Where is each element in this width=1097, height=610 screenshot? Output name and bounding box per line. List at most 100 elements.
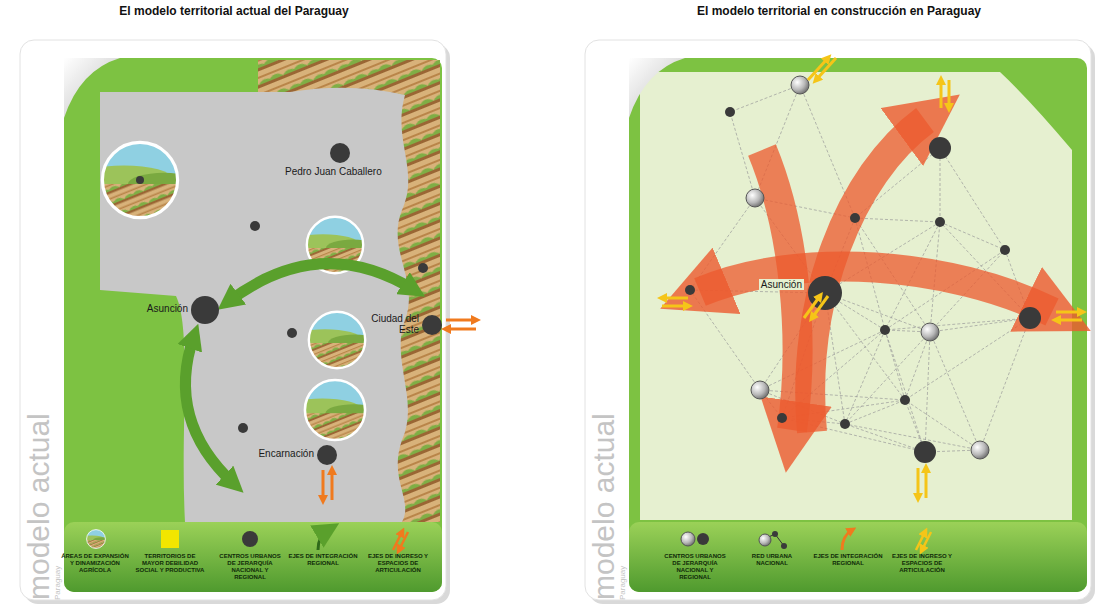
network-link <box>845 330 885 424</box>
entry-axis <box>816 58 836 80</box>
entry-axis <box>662 297 688 300</box>
entry-axis <box>812 296 828 318</box>
entry-axis <box>804 296 820 318</box>
entry-axis <box>662 305 688 308</box>
network-link <box>782 418 925 452</box>
network-link <box>690 198 755 290</box>
urban-center <box>791 76 809 94</box>
integration-axis <box>762 150 798 430</box>
network-link <box>800 85 855 218</box>
network-link <box>755 85 800 198</box>
city-label: Pedro Juan Caballero <box>285 166 382 177</box>
entry-axis <box>948 80 951 108</box>
network-link <box>825 218 855 293</box>
legend-text: RED URBANA NACIONAL <box>737 553 807 567</box>
legend-text: CENTROS URBANOS DE JERARQUÍA NACIONAL Y … <box>660 553 730 581</box>
legend-band <box>629 522 1087 592</box>
watermark: Paraguay <box>619 566 627 600</box>
urban-center <box>971 441 989 459</box>
watermark: modelo actual <box>24 413 54 600</box>
integration-axis <box>700 266 1052 312</box>
network-link <box>980 318 1030 450</box>
entry-axis <box>940 80 943 108</box>
map-panel: El modelo territorial actual del Paragua… <box>18 4 450 18</box>
network-link <box>925 450 980 452</box>
legend-swatch <box>161 530 179 548</box>
entry-axis <box>917 468 920 498</box>
urban-center <box>914 441 936 463</box>
network-link <box>940 222 1030 318</box>
network-link <box>782 330 885 418</box>
urban-center <box>935 217 945 227</box>
network-link <box>905 332 930 400</box>
city-label: Asunción <box>147 303 188 314</box>
network-link <box>730 112 755 198</box>
entry-axis <box>925 468 928 498</box>
urban-center <box>850 213 860 223</box>
network-link <box>782 293 825 418</box>
network-link <box>690 290 825 293</box>
urban-center <box>1000 245 1010 255</box>
legend-icon <box>759 534 771 546</box>
network-link <box>845 400 905 424</box>
legend-icon <box>781 543 787 549</box>
network-link <box>755 198 855 218</box>
legend-icon <box>922 532 931 550</box>
legend-text: ÁREAS DE EXPANSIÓN Y DINAMIZACIÓN AGRÍCO… <box>60 553 130 574</box>
urban-center <box>746 189 764 207</box>
network-link <box>940 148 1005 250</box>
network-link <box>760 293 825 390</box>
network-link <box>885 330 925 452</box>
network-link <box>940 222 1005 250</box>
network-link <box>730 85 800 112</box>
network-link <box>925 332 930 452</box>
network-link <box>930 222 940 332</box>
network-link <box>760 390 845 424</box>
urban-center <box>900 395 910 405</box>
urban-center <box>725 107 735 117</box>
network-link <box>885 222 940 330</box>
legend-icon <box>842 530 852 550</box>
network-link <box>760 390 782 418</box>
network-link <box>905 400 980 450</box>
entry-axis <box>1056 311 1082 314</box>
urban-center <box>808 276 842 310</box>
network-link <box>940 148 941 222</box>
legend-icon <box>916 532 925 550</box>
network-link <box>755 198 825 293</box>
urban-center <box>880 325 890 335</box>
urban-center <box>777 413 787 423</box>
map-panel: El modelo territorial en construcción en… <box>583 4 1095 18</box>
network-link <box>885 330 930 332</box>
watermark: modelo actual <box>589 413 619 600</box>
network-link <box>905 400 925 452</box>
entry-axis <box>808 58 828 80</box>
network-link <box>760 330 885 390</box>
urban-center <box>751 381 769 399</box>
panel-title: El modelo territorial en construcción en… <box>583 4 1095 18</box>
urban-center <box>921 323 939 341</box>
network-link <box>690 290 760 390</box>
network-link <box>855 218 940 222</box>
network-link <box>845 332 930 424</box>
network-link <box>885 330 905 400</box>
legend-icon <box>772 531 778 537</box>
legend-icon <box>760 534 784 546</box>
network-link <box>930 250 1005 332</box>
network-link <box>930 318 1030 332</box>
network-link <box>825 293 930 332</box>
watermark: Paraguay <box>54 566 62 600</box>
network-link <box>855 148 940 218</box>
network-link <box>930 332 980 450</box>
urban-center <box>929 137 951 159</box>
network-link <box>1005 250 1030 318</box>
network-link <box>782 418 845 424</box>
network-link <box>782 400 905 418</box>
legend-icon <box>681 532 695 546</box>
urban-center <box>685 285 695 295</box>
urban-center <box>840 419 850 429</box>
network-link <box>760 390 905 400</box>
network-link <box>845 424 980 450</box>
entry-axis <box>1056 319 1082 322</box>
legend-text: EJES DE INGRESO Y ESPACIOS DE ARTICULACI… <box>363 553 433 574</box>
